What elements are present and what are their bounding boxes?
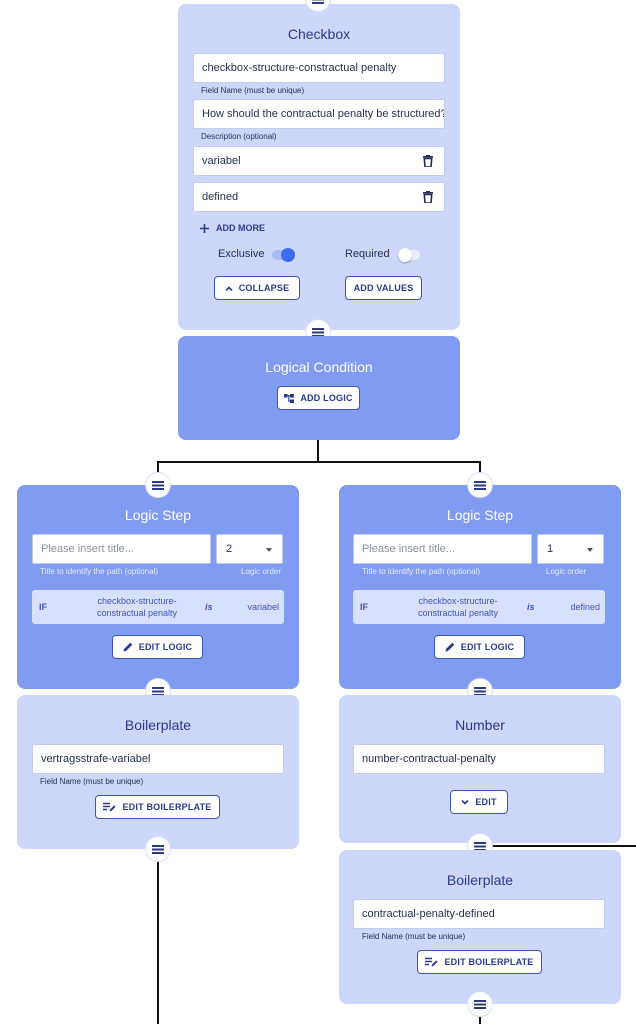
- logic-step-title-helper: Title to identify the path (optional): [362, 567, 480, 576]
- required-label: Required: [345, 248, 390, 260]
- checkbox-description-input[interactable]: How should the contractual penalty be st…: [193, 99, 445, 129]
- pencil-icon: [445, 642, 455, 652]
- edit-boilerplate-button[interactable]: EDIT BOILERPLATE: [95, 795, 220, 819]
- logic-order-select[interactable]: 1: [537, 534, 604, 564]
- drag-handle-icon[interactable]: [306, 0, 330, 11]
- logic-condition-row: IF checkbox-structure-constractual penal…: [353, 590, 605, 624]
- checkbox-field-name-helper: Field Name (must be unique): [201, 86, 305, 95]
- checkbox-card: Checkbox checkbox-structure-constractual…: [178, 4, 460, 330]
- option-label: defined: [202, 191, 239, 203]
- chevron-down-icon: [461, 799, 469, 805]
- chevron-down-icon: [587, 548, 593, 552]
- logic-order-value: 1: [547, 543, 554, 555]
- checkbox-description-helper: Description (optional): [201, 132, 277, 141]
- edit-logic-label: EDIT LOGIC: [138, 642, 193, 652]
- boilerplate-card-right: Boilerplate contractual-penalty-defined …: [339, 850, 621, 1004]
- boilerplate-field-name-input[interactable]: vertragsstrafe-variabel: [32, 744, 284, 774]
- drag-handle-icon[interactable]: [468, 992, 492, 1016]
- if-label: IF: [360, 602, 368, 612]
- connector-line: [317, 440, 319, 462]
- logic-order-helper: Logic order: [241, 567, 282, 576]
- add-values-button[interactable]: ADD VALUES: [345, 276, 422, 300]
- operator-label: is: [205, 602, 213, 612]
- collapse-button[interactable]: COLLAPSE: [214, 276, 300, 300]
- add-logic-label: ADD LOGIC: [300, 393, 353, 403]
- condition-field: checkbox-structure-constractual penalty: [96, 596, 178, 618]
- logic-step-card-right: Logic Step Please insert title... Title …: [339, 485, 621, 689]
- condition-value: defined: [570, 602, 600, 612]
- add-values-label: ADD VALUES: [353, 283, 414, 293]
- number-field-name-input[interactable]: number-contractual-penalty: [353, 744, 605, 774]
- connector-line: [157, 461, 159, 473]
- logic-step-title-input[interactable]: Please insert title...: [353, 534, 532, 564]
- add-logic-button[interactable]: ADD LOGIC: [277, 386, 360, 410]
- boilerplate-title: Boilerplate: [124, 717, 192, 733]
- drag-handle-icon[interactable]: [146, 473, 170, 497]
- required-toggle[interactable]: [398, 248, 420, 262]
- logic-step-title: Logic Step: [124, 507, 192, 523]
- boilerplate-field-name-input[interactable]: contractual-penalty-defined: [353, 899, 605, 929]
- edit-boilerplate-label: EDIT BOILERPLATE: [122, 802, 212, 812]
- number-card: Number number-contractual-penalty EDIT: [339, 695, 621, 843]
- add-more-label: ADD MORE: [216, 223, 265, 233]
- boilerplate-field-name-helper: Field Name (must be unique): [362, 932, 466, 941]
- edit-logic-button[interactable]: EDIT LOGIC: [434, 635, 525, 659]
- logical-condition-title: Logical Condition: [265, 359, 373, 375]
- logic-step-title-helper: Title to identify the path (optional): [40, 567, 158, 576]
- edit-boilerplate-button[interactable]: EDIT BOILERPLATE: [417, 950, 542, 974]
- boilerplate-edit-icon: [425, 957, 439, 967]
- boilerplate-edit-icon: [103, 802, 117, 812]
- trash-icon[interactable]: [423, 191, 433, 203]
- logical-condition-card: Logical Condition ADD LOGIC: [178, 336, 460, 440]
- logic-order-select[interactable]: 2: [216, 534, 283, 564]
- collapse-label: COLLAPSE: [238, 283, 290, 293]
- connector-line: [157, 461, 481, 463]
- exclusive-toggle[interactable]: [272, 248, 295, 262]
- plus-icon: [200, 223, 209, 233]
- chevron-up-icon: [225, 285, 233, 291]
- pencil-icon: [123, 642, 133, 652]
- add-more-button[interactable]: ADD MORE: [200, 223, 265, 233]
- number-title: Number: [455, 717, 505, 733]
- trash-icon[interactable]: [423, 155, 433, 167]
- logic-step-card-left: Logic Step Please insert title... Title …: [17, 485, 299, 689]
- number-edit-label: EDIT: [475, 797, 497, 807]
- logic-step-title-input[interactable]: Please insert title...: [32, 534, 211, 564]
- connector-line: [479, 1016, 481, 1024]
- logic-order-value: 2: [226, 543, 233, 555]
- drag-handle-icon[interactable]: [468, 473, 492, 497]
- operator-label: is: [527, 602, 535, 612]
- if-label: IF: [39, 602, 47, 612]
- boilerplate-title: Boilerplate: [446, 872, 514, 888]
- checkbox-field-name-input[interactable]: checkbox-structure-constractual penalty: [193, 53, 445, 83]
- connector-line: [479, 461, 481, 473]
- option-label: variabel: [202, 155, 241, 167]
- logic-tree-icon: [284, 393, 295, 403]
- logic-step-title: Logic Step: [446, 507, 514, 523]
- condition-value: variabel: [247, 602, 279, 612]
- boilerplate-field-name-helper: Field Name (must be unique): [40, 777, 144, 786]
- logic-order-helper: Logic order: [546, 567, 587, 576]
- boilerplate-card-left: Boilerplate vertragsstrafe-variabel Fiel…: [17, 695, 299, 849]
- checkbox-option-input[interactable]: variabel: [193, 146, 445, 176]
- edit-logic-button[interactable]: EDIT LOGIC: [112, 635, 203, 659]
- edit-logic-label: EDIT LOGIC: [460, 642, 515, 652]
- connector-line: [480, 845, 636, 847]
- connector-line: [157, 860, 159, 1024]
- edit-boilerplate-label: EDIT BOILERPLATE: [444, 957, 534, 967]
- checkbox-option-input[interactable]: defined: [193, 182, 445, 212]
- chevron-down-icon: [266, 548, 272, 552]
- drag-handle-icon[interactable]: [146, 837, 170, 861]
- exclusive-label: Exclusive: [218, 248, 265, 260]
- checkbox-card-title: Checkbox: [287, 26, 351, 42]
- number-edit-button[interactable]: EDIT: [450, 790, 508, 814]
- logic-condition-row: IF checkbox-structure-constractual penal…: [32, 590, 284, 624]
- condition-field: checkbox-structure-constractual penalty: [417, 596, 499, 618]
